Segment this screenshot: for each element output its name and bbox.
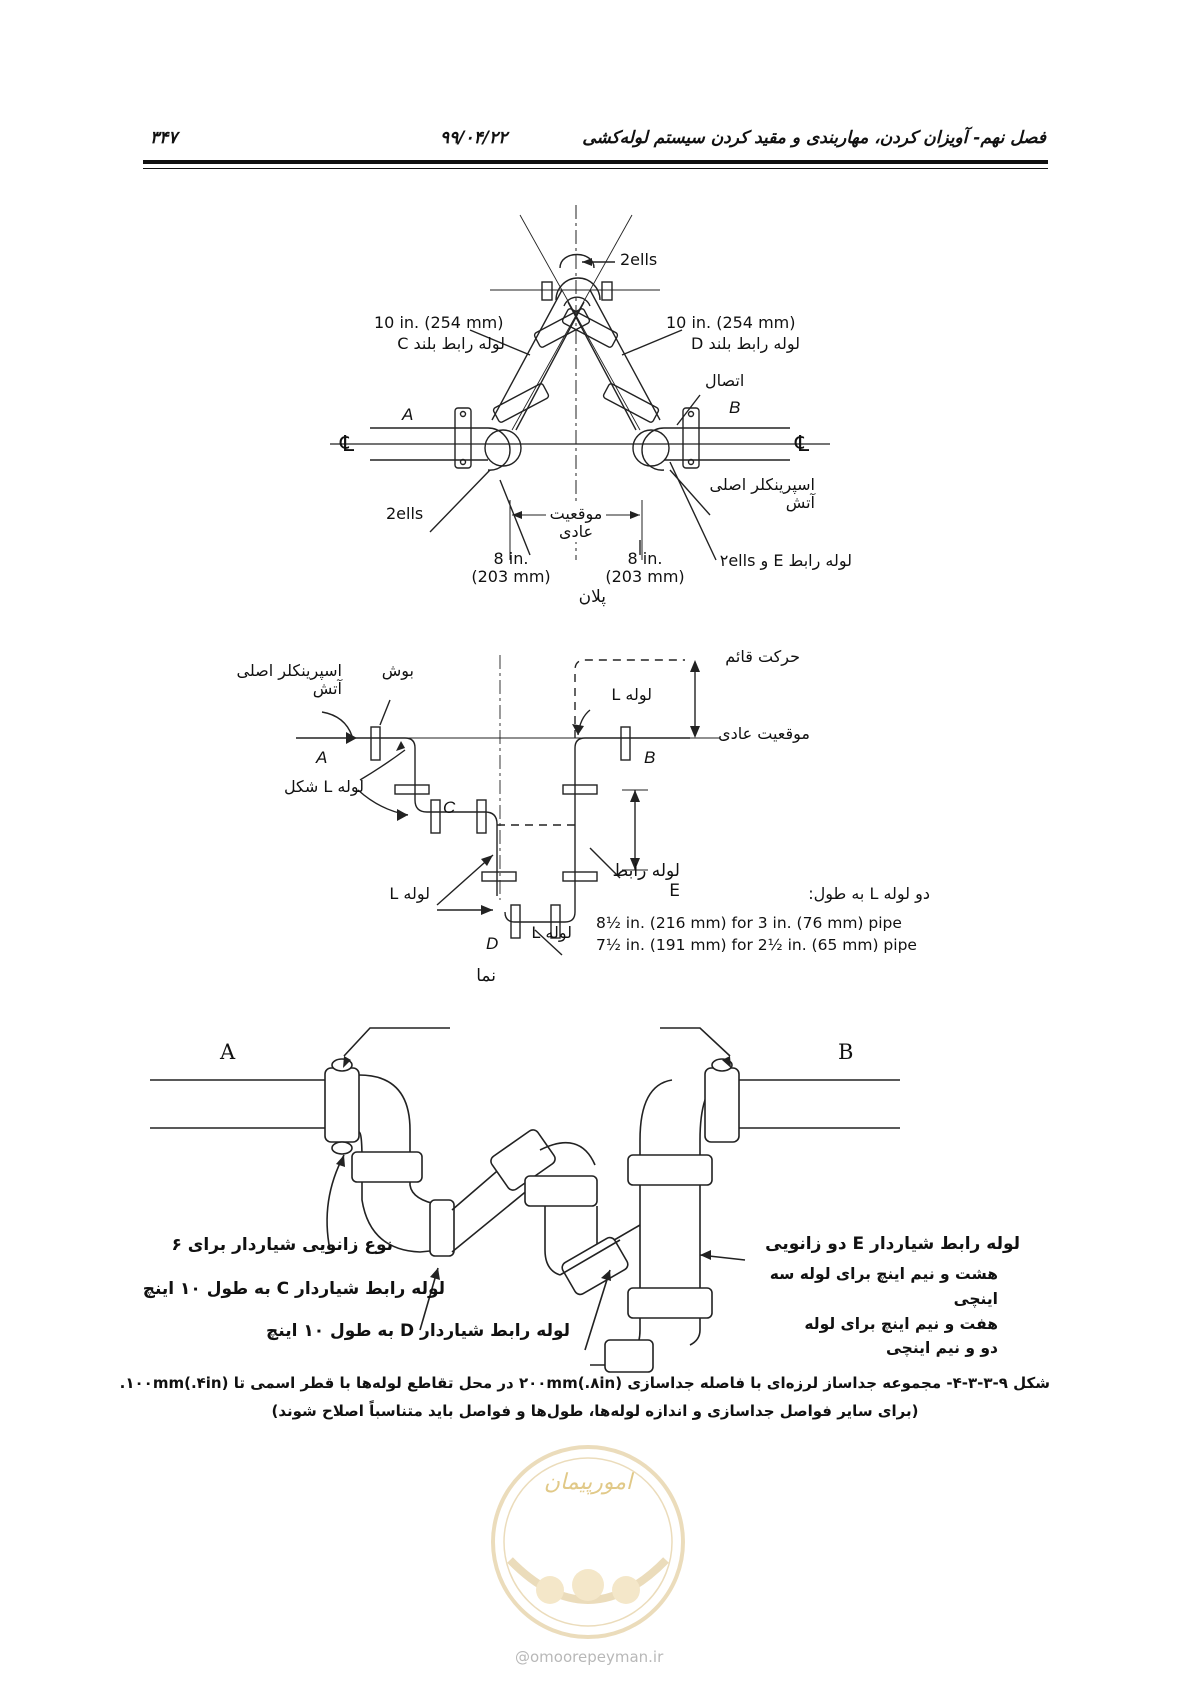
- elev-c-label: C: [443, 798, 456, 817]
- plan-two-ells-top-label: 2ells: [620, 250, 658, 269]
- elev-length-3in: 8½ in. (216 mm) for 3 in. (76 mm) pipe: [596, 914, 902, 932]
- plan-left-size-label: 10 in. (254 mm): [374, 313, 504, 332]
- header-rule-thin: [143, 168, 1048, 169]
- elev-caption: نما: [476, 966, 496, 986]
- persp-e-pipe-label: لوله رابط شیاردار E دو زانویی: [765, 1234, 1020, 1254]
- plan-b-label: B: [729, 398, 741, 417]
- elev-normal-position-label: موقعیت عادی: [718, 724, 810, 743]
- elev-length-2-5in: 7½ in. (191 mm) for 2½ in. (65 mm) pipe: [596, 936, 917, 954]
- elev-pipe-l-bottom-label: لوله L: [531, 923, 572, 942]
- elev-bushing-label: بوش: [381, 661, 414, 680]
- elev-d-label: D: [486, 934, 499, 953]
- persp-d-pipe-label: لوله رابط شیاردار D به طول ۱۰ اینچ: [266, 1321, 570, 1341]
- watermark-logo-text: امورپیمان: [543, 1470, 633, 1495]
- figure-caption-line2: (برای سایر فواصل جداسازی و اندازه لوله‌ه…: [271, 1402, 919, 1420]
- plan-coupling-label: اتصال: [705, 371, 745, 390]
- elev-main-label: اسپرینکلر اصلی آتش: [236, 661, 343, 699]
- perspective-drawing: [150, 1027, 900, 1373]
- persp-a-label: A: [220, 1040, 236, 1064]
- elev-vertical-motion-label: حرکت قائم: [725, 647, 800, 666]
- plan-e-and-ells-label: لوله رابط E و ۲ells: [719, 551, 852, 570]
- figure-caption-line1: شکل ۹-۳-۳-۴- مجموعه جداساز لرزه‌ای با فا…: [119, 1374, 1050, 1392]
- plan-two-ells-left-label: 2ells: [386, 504, 424, 523]
- plan-cl-left-symbol: ℄: [340, 432, 355, 457]
- watermark-logo: [491, 1445, 685, 1639]
- watermark-site: @omoorepeyman.ir: [515, 1648, 664, 1666]
- elev-e-pipe-label: لوله رابط E: [612, 861, 680, 901]
- plan-left-pipe-label: لوله رابط بلند C: [397, 334, 505, 353]
- plan-right-size-label: 10 in. (254 mm): [666, 313, 796, 332]
- elev-b-label: B: [644, 748, 656, 767]
- plan-left-dimension: 8 in. (203 mm): [471, 549, 551, 587]
- header-rule-thick: [143, 160, 1048, 164]
- plan-caption: پلان: [578, 587, 606, 607]
- persp-e-description: هشت و نیم اینچ برای لوله سه اینچی هفت و …: [769, 1265, 998, 1358]
- plan-right-pipe-label: لوله رابط بلند D: [691, 334, 800, 353]
- elev-two-l-lengths-label: دو لوله L به طول:: [808, 884, 930, 903]
- running-header-title: فصل نهم- آویزان کردن، مهاربندی و مقید کر…: [582, 128, 1046, 148]
- elevation-drawing: [296, 655, 720, 956]
- plan-a-label: A: [402, 405, 414, 424]
- persp-elbow-type-label: نوع زانویی شیاردار برای ۶: [171, 1235, 394, 1255]
- persp-c-pipe-label: لوله رابط شیاردار C به طول ۱۰ اینچ: [142, 1279, 445, 1299]
- running-header-date: ۹۹/۰۴/۲۲: [440, 128, 508, 148]
- elev-a-label: A: [316, 748, 328, 767]
- persp-b-label: B: [838, 1040, 854, 1064]
- plan-normal-position-label: موقعیت عادی: [546, 504, 606, 542]
- plan-right-dimension: 8 in. (203 mm): [605, 549, 685, 587]
- plan-main-label: اسپرینکلر اصلی آتش: [709, 475, 816, 513]
- page-number: ۳۴۷: [150, 128, 178, 148]
- elev-pipe-l-top-label: لوله L: [611, 685, 652, 704]
- elev-l-shaped-label: لوله L شکل: [283, 777, 364, 796]
- plan-cl-right-symbol: ℄: [795, 432, 810, 457]
- elev-pipe-l-left-label: لوله L: [389, 884, 430, 903]
